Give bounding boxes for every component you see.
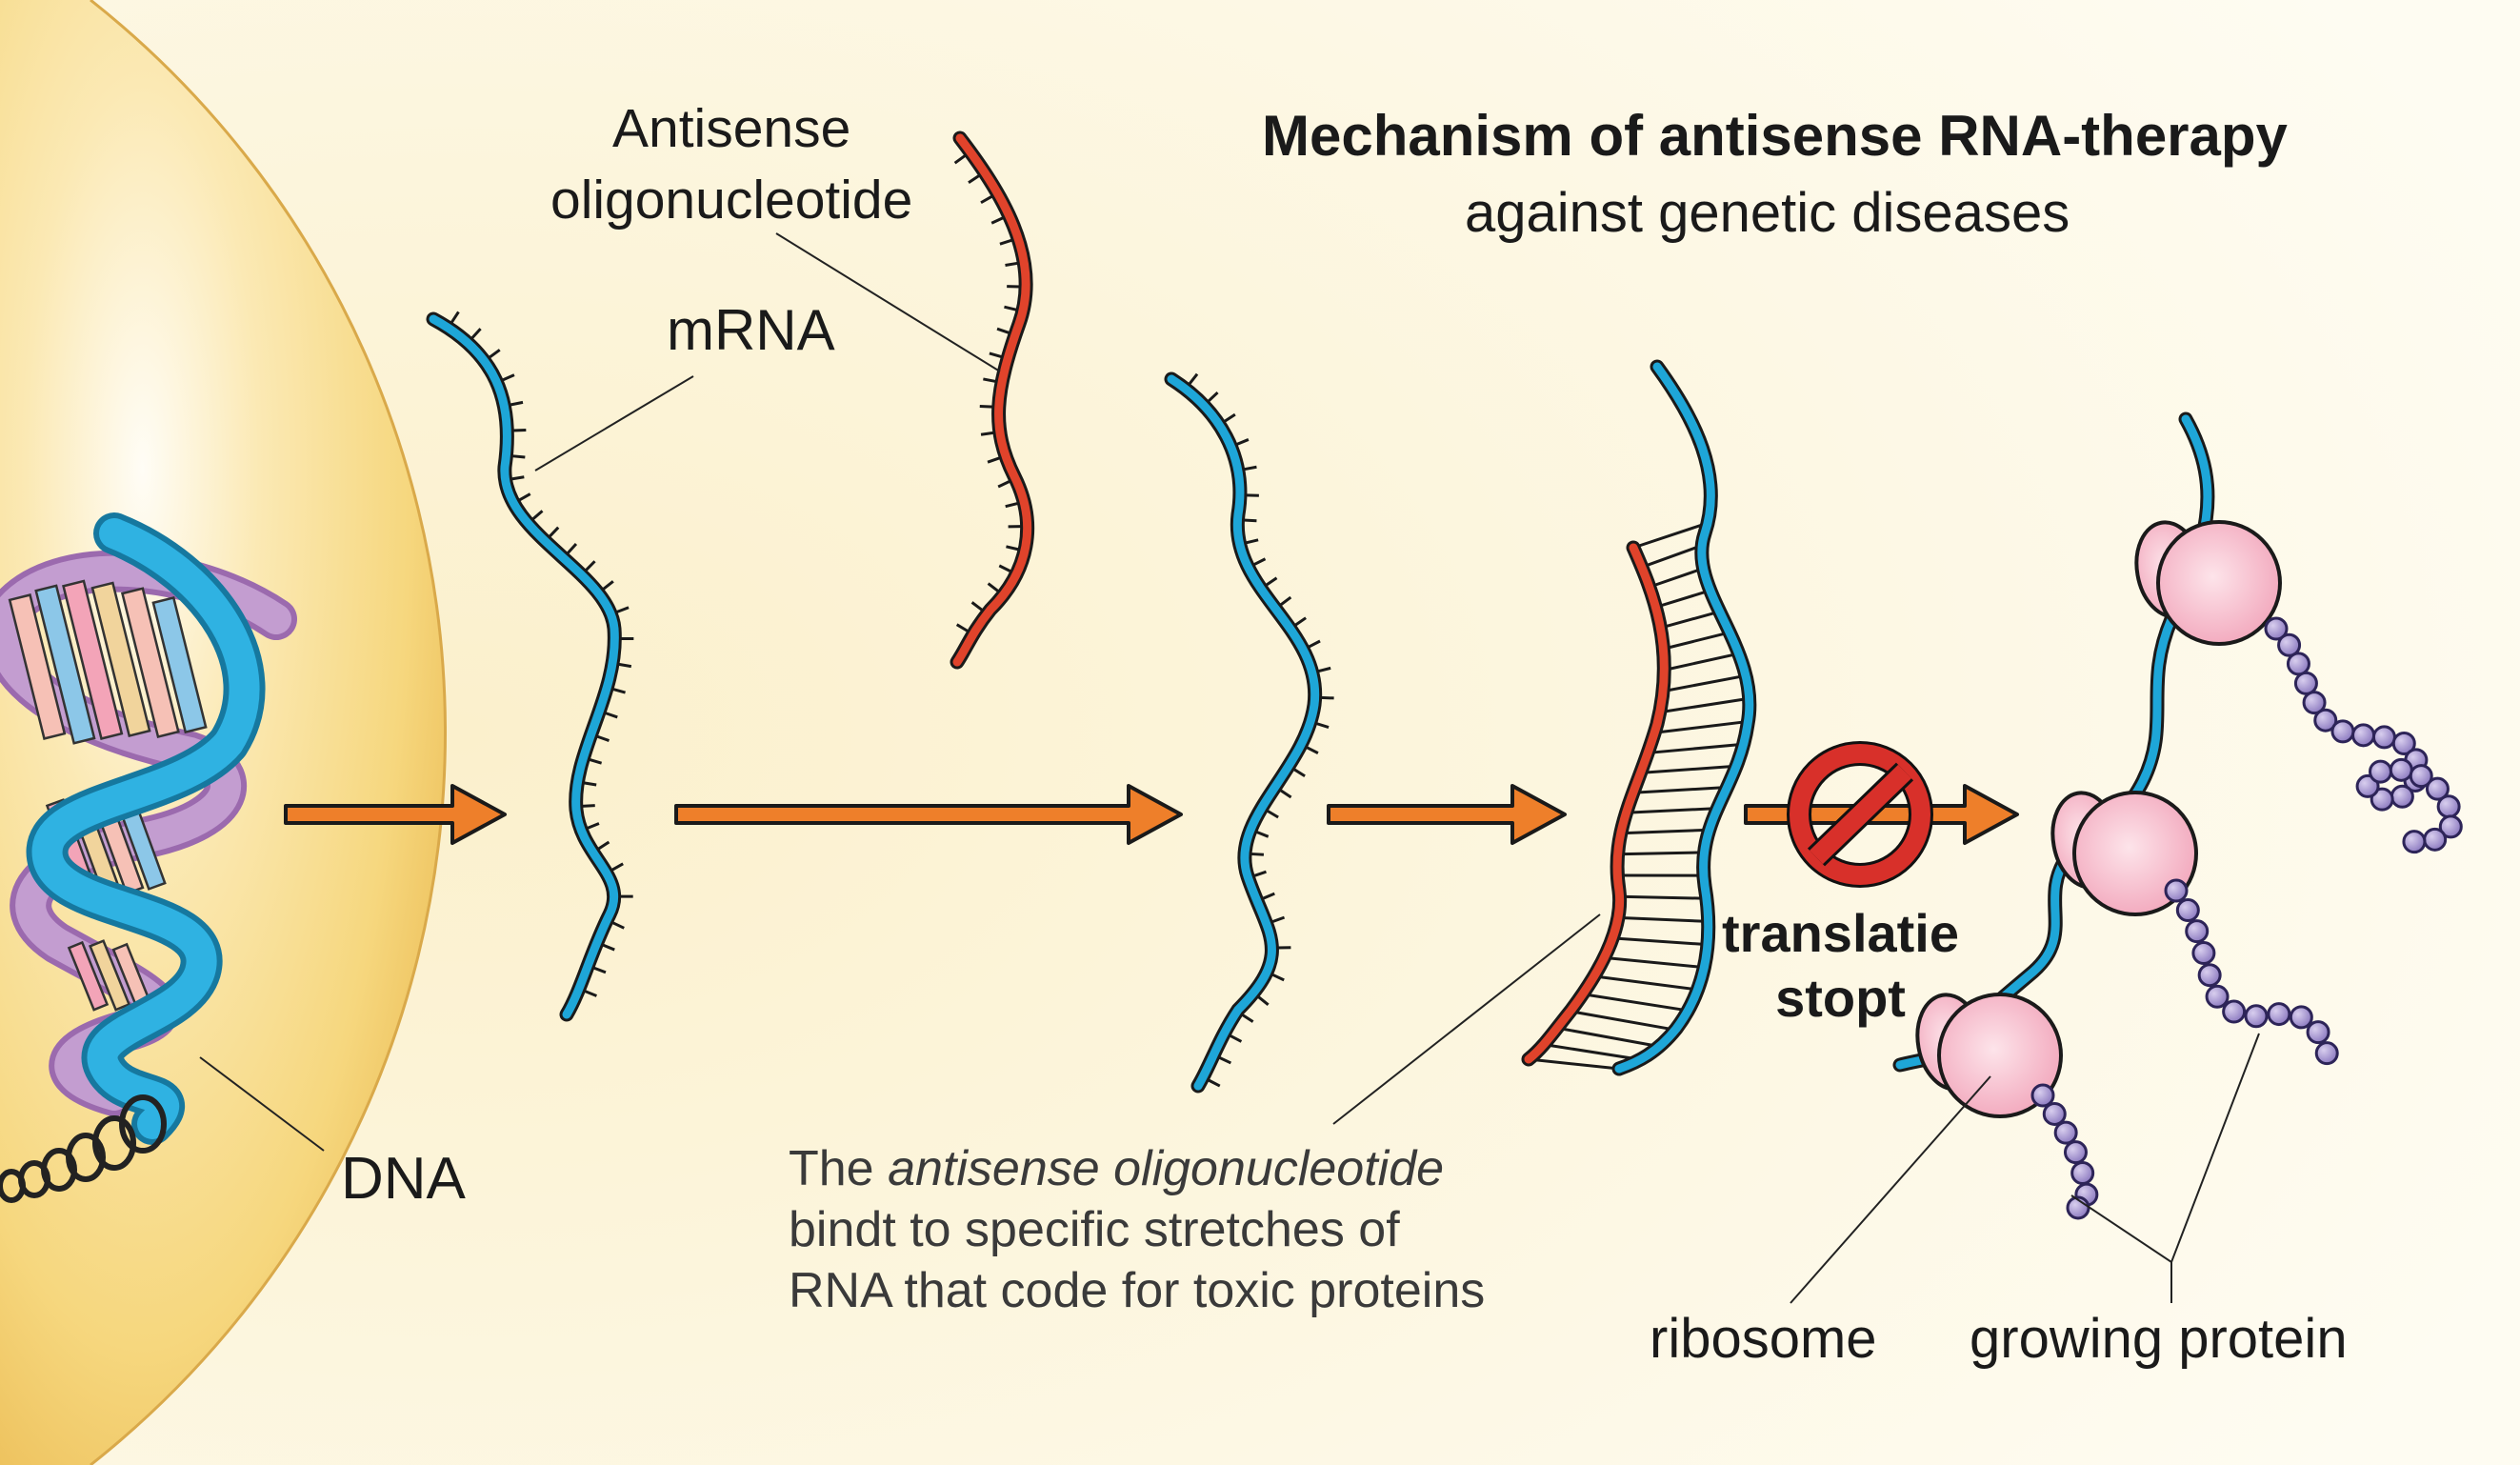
protein-bead: [2264, 616, 2289, 641]
mrna-strand: [426, 311, 634, 1022]
protein-bead: [2191, 941, 2216, 966]
ribosome-label: ribosome: [1650, 1308, 1877, 1370]
ribosome-icon: [2134, 520, 2282, 646]
protein-bead: [2330, 719, 2355, 744]
arrow-right-icon: [284, 784, 507, 845]
protein-bead: [2370, 787, 2394, 812]
antisense-oligonucleotide-strand: [950, 130, 1035, 670]
caption-line2: bindt to specific stretches of: [789, 1202, 1400, 1257]
protein-bead: [2355, 773, 2380, 798]
ribosome-icon: [1915, 993, 2063, 1118]
protein-bead: [2351, 723, 2376, 748]
protein-bead: [2409, 764, 2433, 789]
protein-bead: [2185, 919, 2210, 944]
leader-lines: [199, 232, 2260, 1304]
protein-bead: [2042, 1101, 2067, 1126]
protein-bead: [2438, 814, 2463, 839]
protein-bead: [2391, 731, 2416, 755]
protein-bead: [2313, 708, 2338, 732]
protein-bead: [2369, 759, 2393, 784]
protein-bead: [2053, 1120, 2078, 1145]
protein-bead: [2222, 999, 2247, 1024]
protein-bead: [2423, 827, 2448, 852]
arrow-right-icon: [674, 784, 1183, 845]
protein-bead: [2389, 757, 2413, 782]
stop-label-line1: translatie: [1722, 903, 1959, 963]
protein-bead: [2070, 1160, 2095, 1185]
ribosome-icon: [2050, 791, 2198, 916]
protein-bead: [2267, 1002, 2291, 1027]
protein-bead: [2293, 671, 2318, 695]
protein-bead: [2175, 898, 2200, 923]
caption-prefix: The: [789, 1141, 889, 1196]
protein-bead: [2402, 830, 2427, 854]
diagram-subtitle: against genetic diseases: [1465, 182, 2070, 244]
protein-bead: [2030, 1083, 2055, 1108]
protein-bead: [2306, 1020, 2330, 1045]
caption-line3: RNA that code for toxic proteins: [789, 1263, 1486, 1318]
protein-bead: [2436, 794, 2461, 819]
mrna-antisense-duplex: [1521, 359, 1757, 1076]
protein-bead: [2277, 632, 2302, 657]
mrna-label: mRNA: [667, 298, 835, 362]
antisense-oligonucleotide-label: Antisense oligonucleotide: [550, 93, 912, 236]
arrow-right-icon: [1744, 784, 2019, 845]
dna-label: DNA: [341, 1146, 466, 1212]
protein-bead: [2164, 878, 2189, 903]
mrna-strand: [1164, 371, 1334, 1094]
antisense-label-line1: Antisense: [611, 98, 851, 159]
protein-bead: [2390, 784, 2414, 809]
protein-bead: [2289, 1005, 2313, 1030]
protein-bead: [2314, 1041, 2339, 1066]
arrow-right-icon: [1327, 784, 1567, 845]
protein-bead: [2197, 963, 2222, 988]
protein-bead: [2244, 1004, 2269, 1029]
diagram-title: Mechanism of antisense RNA-therapy: [1262, 104, 2288, 168]
no-entry-icon: [1787, 741, 1933, 888]
translation-stops-label: translatie stopt: [1722, 901, 1959, 1031]
protein-bead: [2371, 725, 2396, 750]
protein-bead: [2286, 652, 2310, 676]
antisense-label-line2: oligonucleotide: [550, 170, 913, 231]
stop-label-line2: stopt: [1775, 968, 1906, 1028]
dna-helix-icon: [0, 512, 297, 1203]
protein-bead: [2425, 776, 2450, 801]
protein-bead: [2063, 1140, 2088, 1165]
growing-protein-label: growing protein: [1970, 1308, 2348, 1370]
protein-bead: [2302, 691, 2327, 715]
caption-emphasis: antisense oligonucleotide: [888, 1141, 1445, 1196]
protein-bead: [2205, 984, 2230, 1009]
binding-caption: The antisense oligonucleotide bindt to s…: [789, 1138, 1485, 1321]
